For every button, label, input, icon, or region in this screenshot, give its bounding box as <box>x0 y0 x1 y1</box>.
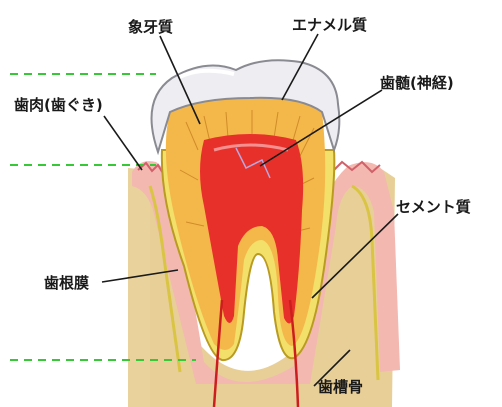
alveolar-bone <box>128 168 152 407</box>
label-periodontal-ligament: 歯根膜 <box>44 274 89 292</box>
label-enamel: エナメル質 <box>292 16 367 34</box>
label-pulp: 歯髄(神経) <box>380 74 454 92</box>
label-alveolar-bone: 歯槽骨 <box>318 378 363 396</box>
label-cementum: セメント質 <box>396 198 471 216</box>
leader-gingiva <box>104 116 142 170</box>
label-gingiva: 歯肉(歯ぐき) <box>14 96 103 114</box>
label-dentin: 象牙質 <box>128 18 173 36</box>
